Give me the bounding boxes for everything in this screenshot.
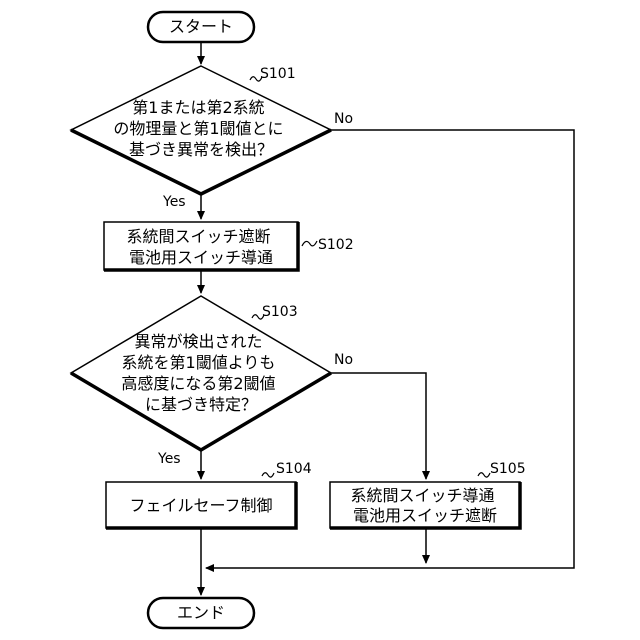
s103-no-label: No [334, 352, 353, 368]
process-s102-line-2: 電池用スイッチ導通 [129, 248, 273, 267]
decision-s103-line-3: 高感度になる第2閾値 [121, 374, 275, 393]
process-s105-text: 系統間スイッチ導通 電池用スイッチ遮断 [350, 486, 499, 525]
s102-leader [302, 241, 317, 246]
end-label: エンド [177, 603, 225, 622]
s104-leader [262, 473, 274, 477]
process-s105-line-2: 電池用スイッチ遮断 [353, 506, 497, 525]
decision-s101-line-1: 第1または第2系統 [132, 98, 264, 117]
process-s105-line-1: 系統間スイッチ導通 [350, 486, 494, 505]
s103-yes-label: Yes [157, 451, 181, 467]
process-s104: フェイルセーフ制御 S104 [106, 461, 312, 528]
start-label: スタート [169, 17, 233, 36]
end-terminal: エンド [148, 598, 254, 628]
s105-leader [478, 473, 490, 477]
s101-no-label: No [334, 111, 353, 127]
connector-s103-no [331, 373, 426, 479]
decision-s103-line-1: 異常が検出された [134, 332, 262, 351]
process-s104-text: フェイルセーフ制御 [129, 496, 272, 515]
start-terminal: スタート [148, 12, 254, 42]
process-s102-line-1: 系統間スイッチ遮断 [126, 227, 270, 246]
s105-step-id: S105 [490, 461, 526, 477]
decision-s101-line-3: 基づき異常を検出？ [129, 140, 273, 159]
s104-step-id: S104 [276, 461, 312, 477]
s101-step-id: S101 [260, 66, 296, 82]
decision-s101-text: 第1または第2系統 の物理量と第1閾値とに 基づき異常を検出？ [113, 98, 288, 159]
s103-step-id: S103 [262, 304, 298, 320]
decision-s103: 異常が検出された 系統を第1閾値よりも 高感度になる第2閾値 に基づき特定？ S… [71, 296, 331, 450]
process-s105: 系統間スイッチ導通 電池用スイッチ遮断 S105 [330, 461, 526, 528]
decision-s103-line-2: 系統を第1閾値よりも [122, 353, 276, 372]
decision-s103-line-4: に基づき特定？ [145, 395, 257, 414]
decision-s101: 第1または第2系統 の物理量と第1閾値とに 基づき異常を検出？ S101 [71, 66, 331, 194]
s102-step-id: S102 [318, 237, 354, 253]
s101-yes-label: Yes [162, 194, 186, 210]
process-s102: 系統間スイッチ遮断 電池用スイッチ導通 S102 [104, 222, 354, 270]
decision-s101-line-2: の物理量と第1閾値とに [113, 119, 283, 138]
